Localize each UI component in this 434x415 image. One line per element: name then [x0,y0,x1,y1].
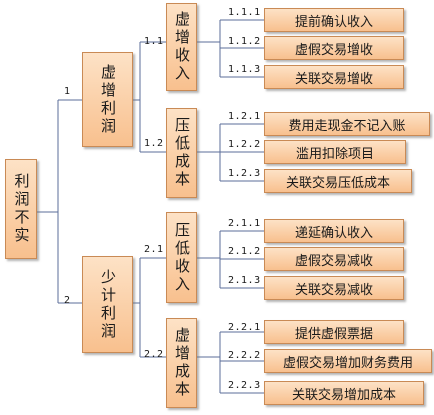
leaf-label: 提前确认收入 [294,14,373,30]
leaf-label: 关联交易压低成本 [285,175,390,191]
leaf-node: 滥用扣除项目 [264,140,406,164]
leaf-node: 关联交易压低成本 [264,169,412,193]
sub-node: 压低成本 [166,108,197,198]
leaf-node: 关联交易减收 [264,276,404,300]
leaf-number: 2.2.1 [228,322,261,333]
leaf-node: 虚假交易减收 [264,247,404,271]
leaf-node: 提前确认收入 [264,8,404,32]
sub-node: 虚增成本 [166,318,197,408]
branch-node: 少计利润 [82,256,133,353]
leaf-label: 关联交易增收 [294,71,373,87]
leaf-number: 1.2.1 [228,111,261,122]
sub-number: 1.1 [144,36,164,47]
sub-number: 2.2 [144,349,164,360]
leaf-label: 费用走现金不记入账 [288,118,406,134]
branch-label: 少计利润 [99,268,117,341]
sub-label: 虚增收入 [173,11,191,83]
leaf-node: 虚假交易增收 [264,36,404,60]
leaf-number: 2.1.1 [228,218,261,229]
leaf-label: 滥用扣除项目 [295,146,374,162]
branch-number: 2 [64,295,71,306]
leaf-label: 关联交易减收 [294,282,373,298]
leaf-number: 2.2.2 [228,350,261,361]
leaf-number: 2.1.2 [228,246,261,257]
leaf-label: 提供虚假票据 [294,326,373,342]
leaf-node: 虚假交易增加财务费用 [264,349,432,373]
root-label: 利润不实 [12,173,31,245]
leaf-number: 1.1.1 [228,7,261,18]
leaf-label: 关联交易增加成本 [291,387,396,403]
branch-node: 虚增利润 [82,52,133,147]
branch-label: 虚增利润 [99,63,117,136]
leaf-number: 1.2.3 [228,168,261,179]
leaf-node: 关联交易增收 [264,65,404,89]
leaf-number: 1.1.2 [228,36,261,47]
sub-label: 压低成本 [173,117,191,189]
sub-label: 压低收入 [173,221,191,294]
sub-node: 虚增收入 [166,3,197,91]
root-node: 利润不实 [5,159,37,259]
branch-number: 1 [64,86,71,97]
leaf-label: 虚假交易增加财务费用 [282,355,413,371]
sub-number: 2.1 [144,244,164,255]
leaf-label: 虚假交易减收 [294,253,373,269]
leaf-number: 1.1.3 [228,64,261,75]
leaf-node: 关联交易增加成本 [264,381,424,405]
sub-node: 压低收入 [166,212,197,303]
sub-label: 虚增成本 [173,327,191,399]
leaf-label: 虚假交易增收 [294,42,373,58]
leaf-node: 递延确认收入 [264,219,404,243]
leaf-node: 费用走现金不记入账 [264,112,430,136]
leaf-label: 递延确认收入 [294,225,373,241]
leaf-number: 2.1.3 [228,275,261,286]
leaf-number: 2.2.3 [228,380,261,391]
leaf-number: 1.2.2 [228,139,261,150]
sub-number: 1.2 [144,138,164,149]
leaf-node: 提供虚假票据 [264,320,404,344]
